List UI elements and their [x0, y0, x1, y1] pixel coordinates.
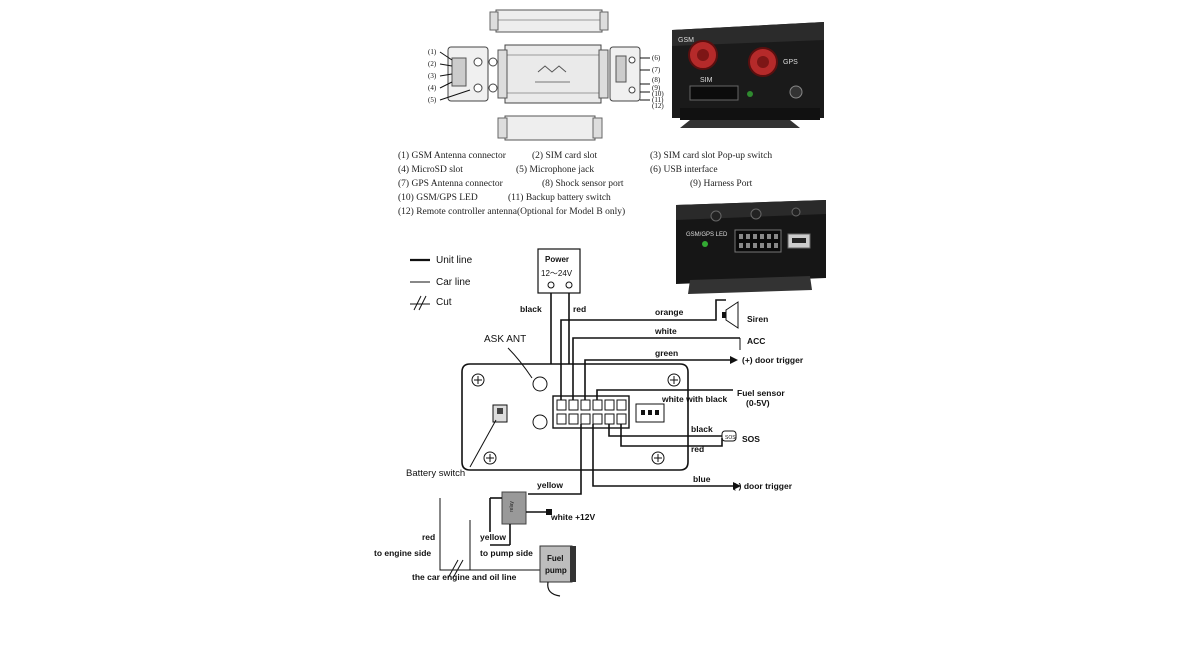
yellow-pump-label: yellow [480, 532, 506, 542]
wire-red-label: red [691, 444, 704, 454]
line-key: Unit line Car line Cut [410, 255, 473, 311]
legend-item-1: (1) GSM Antenna connector [398, 150, 507, 161]
legend-item-7: (7) GPS Antenna connector [398, 178, 504, 189]
device-bottom-view [497, 115, 603, 141]
wire-yellow-label: yellow [537, 480, 563, 490]
sos-button-icon [721, 430, 737, 442]
wire-blue-label: blue [693, 474, 711, 484]
red-engine-label: red [422, 532, 435, 542]
fuel-pump-icon: Fuel pump [539, 545, 576, 597]
device-top-view [489, 9, 609, 33]
relay-icon: relay [501, 491, 527, 525]
key-unit-line: Unit line [436, 255, 473, 266]
power-supply: Power 12～24V [537, 248, 581, 294]
legend-item-2: (2) SIM card slot [532, 150, 598, 161]
engine-oil-label: the car engine and oil line [412, 572, 517, 582]
legend-item-3: (3) SIM card slot Pop-up switch [650, 150, 772, 161]
fuel-sensor-range: (0-5V) [746, 398, 770, 408]
tracker-unit [461, 363, 689, 471]
photo-gps-label: GPS [783, 59, 798, 66]
callout-8: (8) [652, 76, 661, 84]
to-pump-label: to pump side [480, 548, 533, 558]
legend-item-4: (4) MicroSD slot [398, 164, 463, 175]
sim-slot [689, 85, 739, 101]
ask-ant-label: ASK ANT [484, 334, 526, 345]
screw-icon [471, 373, 485, 387]
callout-11: (11) [652, 96, 664, 104]
ask-antenna-port [532, 376, 548, 392]
callout-3: (3) [428, 72, 437, 80]
legend-item-8: (8) Shock sensor port [542, 178, 624, 189]
sos-button-text: SOS [725, 435, 736, 441]
pos-door-label: (+) door trigger [742, 355, 804, 365]
key-cut: Cut [436, 297, 452, 308]
callout-5: (5) [428, 96, 437, 104]
device-left-side-view: (1) (2) (3) (4) (5) [428, 46, 498, 104]
legend-item-12: (12) Remote controller antenna(Optional … [398, 206, 625, 217]
legend-item-6: (6) USB interface [650, 164, 718, 175]
photo-gsm-label: GSM [678, 37, 694, 44]
wire-white-black-label: white with black [661, 394, 727, 404]
to-engine-label: to engine side [374, 548, 431, 558]
white-12v-label: white +12V [550, 512, 596, 522]
legend-item-11: (11) Backup battery switch [508, 192, 611, 203]
device-front-view [497, 44, 609, 104]
power-black-label: black [520, 304, 542, 314]
screw-icon [483, 451, 497, 465]
relay-label: relay [509, 501, 515, 512]
wire-green-label: green [655, 348, 678, 358]
legend-item-5: (5) Microphone jack [516, 164, 594, 175]
fuel-sensor-label: Fuel sensor [737, 388, 785, 398]
legend-item-9: (9) Harness Port [690, 178, 753, 189]
acc-label: ACC [747, 336, 765, 346]
siren-icon [725, 301, 739, 329]
battery-switch-label: Battery switch [406, 468, 465, 479]
component-legend: (1) GSM Antenna connector (2) SIM card s… [398, 150, 772, 217]
screw-icon [651, 451, 665, 465]
photo-antenna-side: GSM GPS SIM [668, 18, 824, 128]
fuel-pump-text-2: pump [545, 566, 567, 575]
callout-10: (10) [652, 90, 664, 98]
callout-4: (4) [428, 84, 437, 92]
callout-7: (7) [652, 66, 661, 74]
sos-label: SOS [742, 434, 760, 444]
wire-orange-label: orange [655, 307, 684, 317]
callout-9: (9) [652, 84, 661, 92]
aux-port [532, 414, 548, 430]
callout-12: (12) [652, 102, 664, 110]
wire-white-label: white [654, 326, 677, 336]
power-red-label: red [573, 304, 586, 314]
power-title: Power [545, 255, 569, 264]
screw-icon [667, 373, 681, 387]
power-range: 12～24V [541, 269, 573, 278]
wire-black-label: black [691, 424, 713, 434]
cut-icon [410, 295, 430, 311]
fuel-pump-text-1: Fuel [547, 554, 563, 563]
siren-label: Siren [747, 314, 768, 324]
photo-led-label: GSM/GPS LED [686, 232, 728, 238]
legend-item-10: (10) GSM/GPS LED [398, 192, 478, 203]
callout-2: (2) [428, 60, 437, 68]
photo-harness-side: GSM/GPS LED [676, 200, 826, 294]
callout-1: (1) [428, 48, 437, 56]
device-right-side-view: (6) (7) (8) (9) (10) (11) (12) [609, 46, 664, 110]
callout-6: (6) [652, 54, 661, 62]
harness-port [734, 229, 782, 253]
neg-door-label: (-) door trigger [733, 481, 793, 491]
key-car-line: Car line [436, 277, 471, 288]
photo-sim-label: SIM [700, 77, 713, 84]
